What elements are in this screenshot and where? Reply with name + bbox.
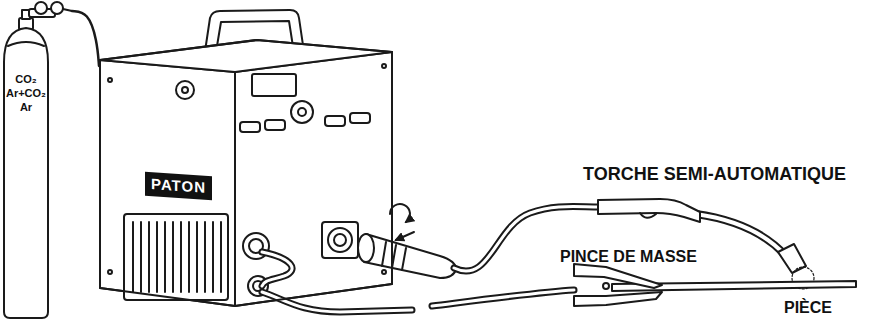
torch-label: TORCHE SEMI-AUTOMATIQUE <box>583 164 846 185</box>
brand-logo: PATON <box>145 172 212 201</box>
vent-slits <box>133 222 221 292</box>
ground-cable-core <box>262 292 412 312</box>
gas-cylinder-node: CO₂Ar+CO₂Ar <box>0 0 72 320</box>
panel-button <box>325 116 345 126</box>
panel-button <box>240 122 260 132</box>
ground-cable-core <box>432 290 574 306</box>
panel-button <box>265 120 285 130</box>
pressure-gauge <box>51 2 63 14</box>
torch-plug-nut <box>358 234 374 262</box>
torch-neck <box>696 214 786 256</box>
machine-side-face <box>100 60 235 306</box>
polarity-jumper <box>262 252 292 286</box>
control-knob <box>176 81 194 99</box>
ground-cable <box>432 290 574 306</box>
gas-name: Ar+CO₂ <box>4 86 48 100</box>
torch-handle <box>598 199 700 222</box>
display-window <box>252 74 296 96</box>
screw <box>108 78 112 82</box>
screw <box>382 270 386 274</box>
plug-knurl <box>382 242 406 270</box>
node-shape <box>99 8 395 310</box>
gas-name: Ar <box>4 100 48 114</box>
node-text-box: PATON <box>145 174 225 198</box>
panel-button <box>350 113 370 123</box>
workpiece-label: PIÈCE <box>784 299 832 317</box>
control-knob-cap <box>182 87 188 93</box>
welder-outline <box>100 40 392 306</box>
main-knob-cap <box>298 108 306 116</box>
screw <box>382 64 386 68</box>
clamp-label: PINCE DE MASSE <box>560 248 697 266</box>
main-knob <box>291 101 313 123</box>
clamp-jaw <box>574 292 662 306</box>
screw <box>108 270 112 274</box>
torch-plug <box>364 234 456 278</box>
torch-trigger <box>640 213 656 218</box>
pressure-gauge <box>35 2 47 14</box>
machine-front-face <box>235 52 392 306</box>
node-text-box: CO₂Ar+CO₂Ar <box>4 72 48 114</box>
welder-machine: PATON <box>99 8 395 310</box>
torch-socket <box>322 222 358 258</box>
torch-neck-core <box>696 214 786 256</box>
clamp-jaw <box>574 264 662 288</box>
gas-hose <box>72 11 99 66</box>
ground-cable <box>262 292 412 312</box>
torch-nozzle <box>778 244 806 273</box>
hose-stub <box>63 9 72 11</box>
clamp-pivot <box>603 283 609 289</box>
vent-grille <box>124 214 228 300</box>
node-shape <box>0 0 72 320</box>
gas-name: CO₂ <box>4 72 48 86</box>
machine-top-face <box>100 40 392 72</box>
torch-socket-core <box>334 234 346 246</box>
torch-socket-ring <box>328 228 352 252</box>
cylinder-collar <box>8 42 44 46</box>
polarity-jumper-core <box>262 252 292 286</box>
push-arrow <box>396 232 414 240</box>
gas-cylinder <box>4 28 48 318</box>
